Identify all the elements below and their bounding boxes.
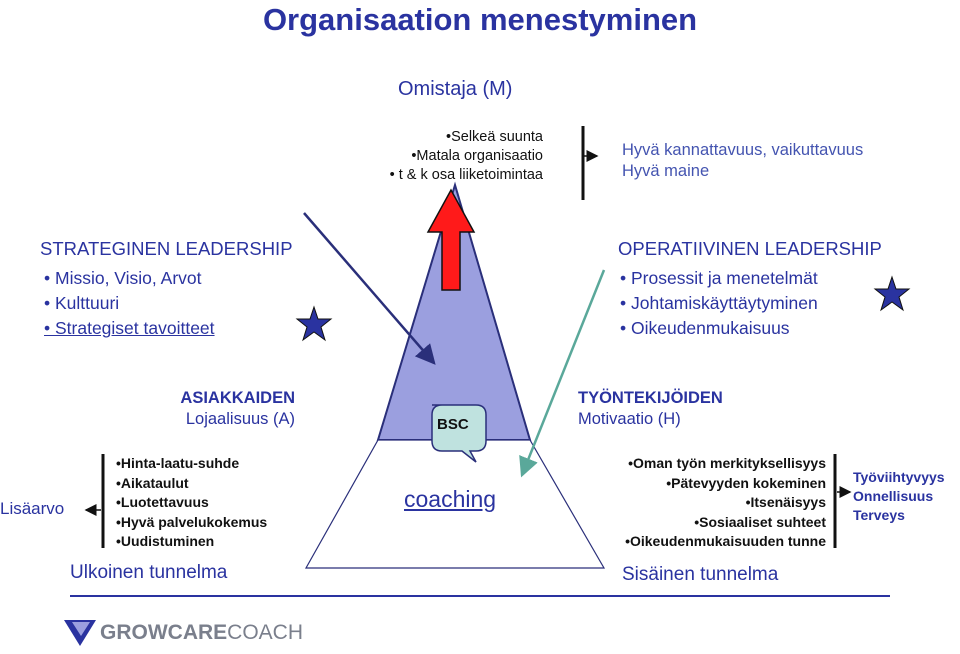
- list-item: •Uudistuminen: [116, 533, 215, 549]
- external-atmosphere-label: Ulkoinen tunnelma: [70, 562, 228, 583]
- internal-atmosphere-label: Sisäinen tunnelma: [622, 564, 779, 585]
- employees-subtitle: Motivaatio (H): [578, 410, 681, 428]
- list-item: •Luotettavuus: [116, 494, 209, 510]
- strategic-title: STRATEGINEN LEADERSHIP: [40, 238, 293, 259]
- logo-part2: COACH: [227, 621, 304, 644]
- list-item: Hyvä kannattavuus, vaikuttavuus: [622, 141, 864, 159]
- list-item: • t & k osa liiketoimintaa: [389, 167, 543, 183]
- list-item: Onnellisuus: [853, 488, 934, 504]
- list-item: • Kulttuuri: [44, 293, 120, 313]
- customers-title: ASIAKKAIDEN: [180, 389, 295, 407]
- customer-factors: •Hinta-laatu-suhde •Aikataulut •Luotetta…: [116, 454, 267, 552]
- employee-factors: •Oman työn merkityksellisyys •Pätevyyden…: [580, 454, 826, 552]
- list-item: •Matala organisaatio: [411, 148, 543, 164]
- list-item: •Hyvä palvelukokemus: [116, 513, 268, 530]
- list-item: •Selkeä suunta: [446, 129, 543, 145]
- employees-title: TYÖNTEKIJÖIDEN: [578, 389, 723, 407]
- star-icon: [295, 305, 333, 342]
- owner-results: Hyvä kannattavuus, vaikuttavuus Hyvä mai…: [622, 140, 863, 182]
- coaching-label: coaching: [404, 486, 497, 512]
- logo-text: GROWCARECOACH: [100, 621, 303, 645]
- navy-diagonal-arrow: [303, 212, 436, 365]
- list-item: Työviihtyvyys: [853, 469, 945, 485]
- list-item: • Prosessit ja menetelmät: [620, 268, 818, 288]
- list-item: • Strategiset tavoitteet: [44, 318, 215, 338]
- page-title: Organisaation menestyminen: [262, 2, 698, 37]
- list-item: •Hinta-laatu-suhde: [116, 455, 240, 471]
- bsc-bubble: [431, 404, 487, 463]
- wellbeing-list: Työviihtyvyys Onnellisuus Terveys: [853, 468, 945, 525]
- list-item: •Itsenäisyys: [745, 494, 826, 510]
- star-icon: [873, 275, 911, 312]
- list-item: •Aikataulut: [116, 474, 189, 491]
- operative-title: OPERATIIVINEN LEADERSHIP: [618, 238, 882, 259]
- red-arrow: [426, 188, 476, 291]
- teal-diagonal-arrow: [519, 269, 606, 478]
- list-item: Terveys: [853, 507, 905, 523]
- list-item: •Oikeudenmukaisuuden tunne: [625, 533, 826, 549]
- list-item: Hyvä maine: [622, 162, 710, 180]
- list-item: • Missio, Visio, Arvot: [44, 268, 202, 288]
- customers-heading: ASIAKKAIDEN Lojaalisuus (A): [160, 388, 295, 430]
- list-item: • Johtamiskäyttäytyminen: [620, 293, 818, 313]
- list-item: • Oikeudenmukaisuus: [620, 318, 790, 338]
- owner-label: Omistaja (M): [398, 78, 513, 100]
- owner-list: •Selkeä suunta •Matala organisaatio • t …: [340, 128, 543, 185]
- list-item: •Oman työn merkityksellisyys: [628, 455, 826, 471]
- logo-part1: GROWCARE: [100, 621, 228, 644]
- list-item: •Pätevyyden kokeminen: [666, 474, 826, 491]
- customers-subtitle: Lojaalisuus (A): [185, 410, 295, 428]
- added-value-label: Lisäarvo: [0, 499, 65, 518]
- list-item: •Sosiaaliset suhteet: [694, 513, 826, 530]
- employees-heading: TYÖNTEKIJÖIDEN Motivaatio (H): [578, 388, 723, 430]
- bsc-label: BSC: [437, 416, 469, 433]
- logo-emblem-inner: [72, 622, 90, 636]
- operative-list: • Prosessit ja menetelmät • Johtamiskäyt…: [620, 266, 818, 341]
- strategic-list: • Missio, Visio, Arvot • Kulttuuri • Str…: [44, 266, 215, 341]
